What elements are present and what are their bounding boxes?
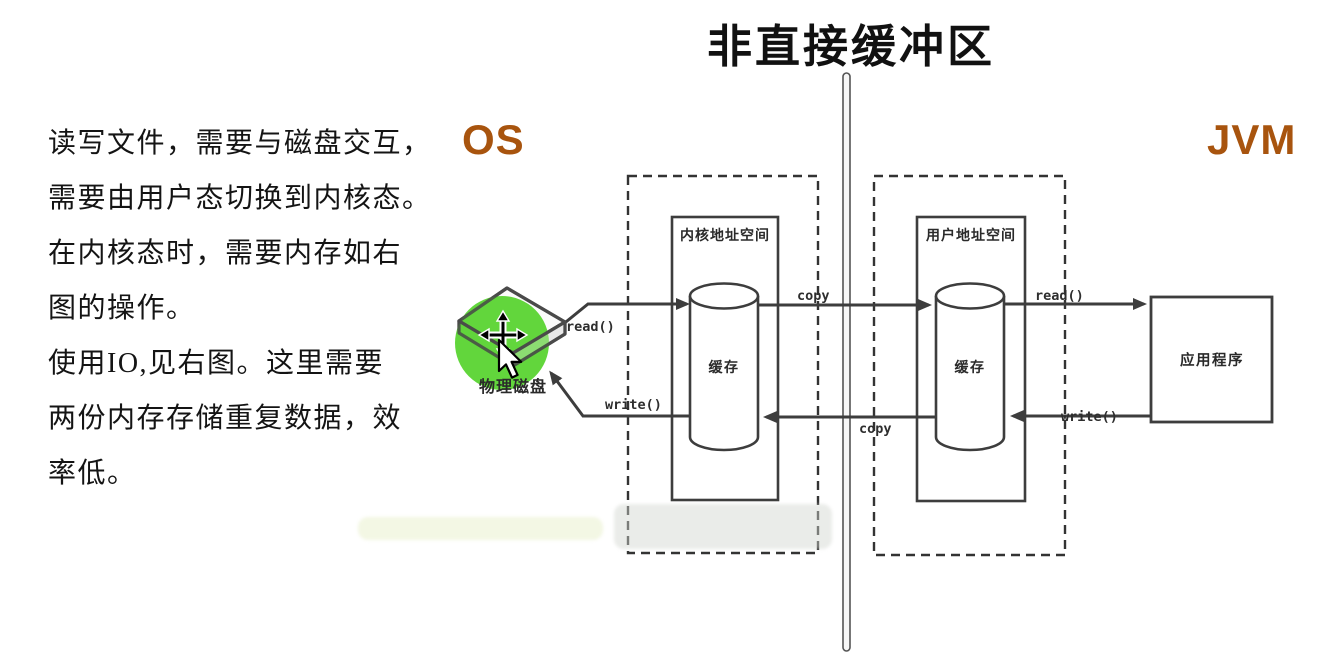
os-label: OS [462, 116, 525, 163]
application-label: 应用程序 [1180, 351, 1244, 369]
page-title: 非直接缓冲区 [706, 22, 995, 72]
user-cache-label: 缓存 [955, 359, 986, 375]
note-line: 使用IO,见右图。这里需要 [48, 348, 385, 379]
read-right-label: read() [1035, 288, 1084, 304]
kernel-dashed-region [626, 174, 820, 555]
kernel-cache-label: 缓存 [709, 359, 740, 375]
note-line: 需要由用户态切换到内核态。 [48, 183, 432, 214]
write-right-label: write() [1061, 409, 1118, 425]
os-jvm-divider [842, 72, 851, 652]
kernel-cache-cylinder: 缓存 [688, 282, 760, 452]
notes-block: 读写文件，需要与磁盘交互， 需要由用户态切换到内核态。 在内核态时，需要内存如右… [48, 116, 458, 501]
read-left-label: read() [566, 319, 615, 335]
arrow-write-kernel-to-disk [549, 370, 690, 418]
note-line: 读写文件，需要与磁盘交互， [48, 128, 432, 159]
note-line: 图的操作。 [48, 293, 196, 324]
move-cursor-icon [477, 309, 529, 379]
user-cache-cylinder: 缓存 [934, 282, 1006, 452]
physical-disk-icon [455, 286, 567, 390]
note-line: 率低。 [48, 458, 137, 489]
write-left-label: write() [605, 397, 662, 413]
kernel-space-label: 内核地址空间 [680, 227, 770, 243]
note-line: 两份内存存储重复数据，效 [48, 403, 403, 434]
physical-disk-label: 物理磁盘 [479, 377, 547, 396]
application-box [1149, 295, 1274, 424]
jvm-label: JVM [1207, 116, 1297, 163]
copy-bottom-label: copy [859, 421, 892, 437]
pointer-arrow-icon [497, 338, 523, 379]
user-dashed-region [872, 174, 1067, 557]
copy-top-label: copy [797, 288, 830, 304]
note-line: 在内核态时，需要内存如右 [48, 238, 403, 269]
user-space-label: 用户地址空间 [926, 227, 1016, 243]
arrow-read-disk-to-kernel [555, 298, 690, 332]
